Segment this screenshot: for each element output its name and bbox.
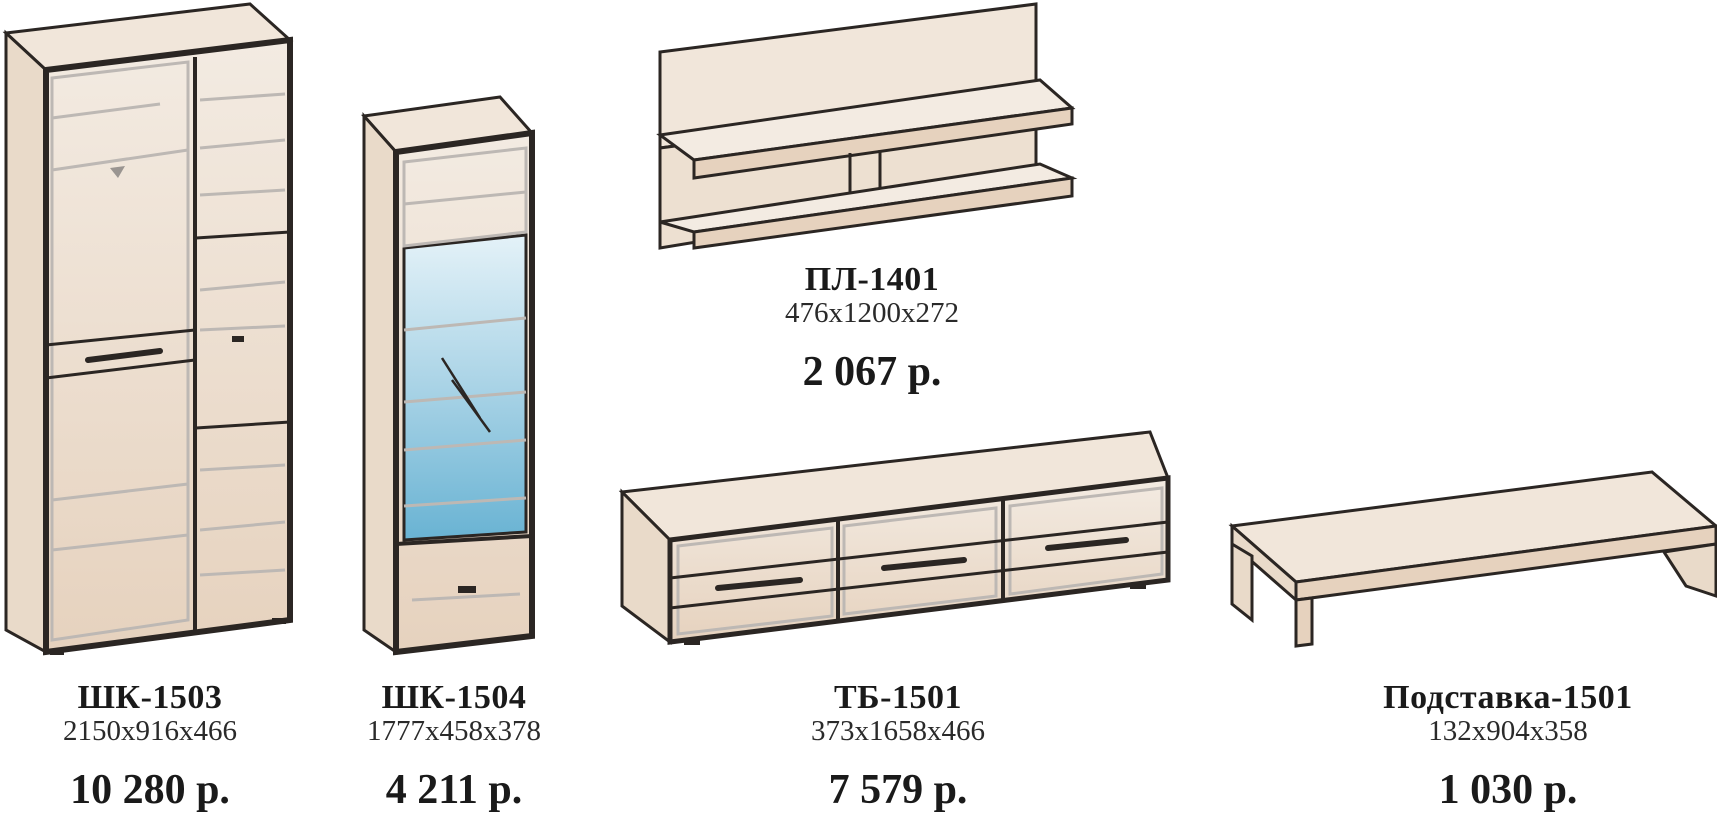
product-name: ШК-1504 (381, 679, 527, 716)
product-card-shk-1504: ШК-1504 1777х458х378 4 211 р. (294, 679, 614, 813)
product-card-tb-1501: ТБ-1501 373х1658х466 7 579 р. (738, 679, 1058, 813)
product-card-stand-1501: Подставка-1501 132х904х358 1 030 р. (1338, 679, 1678, 813)
product-name: ПЛ-1401 (804, 261, 940, 298)
product-dimensions: 373х1658х466 (811, 715, 985, 747)
stand-1501-image (1228, 470, 1717, 648)
product-price: 2 067 р. (802, 349, 942, 395)
tv-stand-tb-1501-image (618, 430, 1171, 645)
product-dimensions: 132х904х358 (1428, 715, 1588, 747)
product-name: ТБ-1501 (834, 679, 962, 716)
product-name: Подставка-1501 (1383, 679, 1633, 716)
shelf-pl-1401-image (656, 2, 1078, 250)
product-dimensions: 2150х916х466 (63, 715, 237, 747)
product-dimensions: 1777х458х378 (367, 715, 541, 747)
wardrobe-shk-1503-image (2, 2, 294, 656)
product-price: 7 579 р. (828, 767, 968, 813)
product-price: 10 280 р. (70, 767, 230, 813)
product-name: ШК-1503 (77, 679, 223, 716)
product-card-shk-1503: ШК-1503 2150х916х466 10 280 р. (0, 679, 310, 813)
product-dimensions: 476х1200х272 (785, 297, 959, 329)
product-price: 1 030 р. (1438, 767, 1578, 813)
cabinet-shk-1504-image (361, 95, 535, 656)
product-card-pl-1401: ПЛ-1401 476х1200х272 2 067 р. (712, 261, 1032, 395)
product-price: 4 211 р. (385, 767, 523, 813)
